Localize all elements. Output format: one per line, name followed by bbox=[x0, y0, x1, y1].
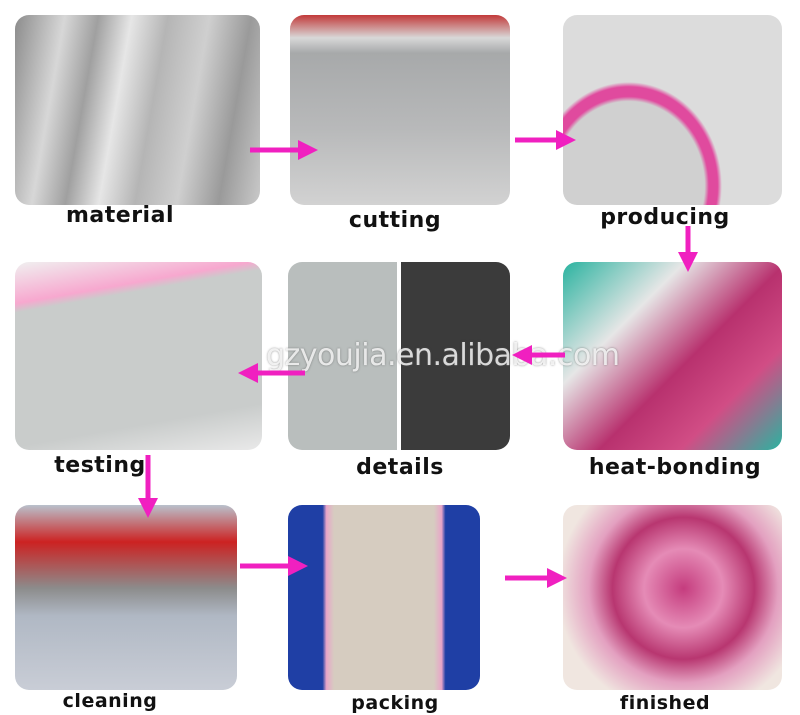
label-testing: testing bbox=[54, 453, 146, 478]
label-details: details bbox=[356, 455, 444, 480]
photo-producing bbox=[563, 15, 782, 205]
photo-cleaning bbox=[15, 505, 237, 690]
label-packing: packing bbox=[351, 692, 439, 714]
label-material: material bbox=[66, 203, 174, 228]
label-finished: finished bbox=[619, 692, 711, 714]
photo-heat-bonding bbox=[563, 262, 782, 450]
label-cleaning: cleaning bbox=[62, 690, 158, 712]
label-cutting: cutting bbox=[348, 208, 442, 233]
photo-packing bbox=[288, 505, 480, 690]
label-producing: producing bbox=[600, 205, 730, 230]
photo-cutting bbox=[290, 15, 510, 205]
photo-testing bbox=[15, 262, 262, 450]
photo-details bbox=[288, 262, 510, 450]
photo-material bbox=[15, 15, 260, 205]
label-heat-bonding: heat-bonding bbox=[588, 455, 762, 480]
photo-finished bbox=[563, 505, 782, 690]
